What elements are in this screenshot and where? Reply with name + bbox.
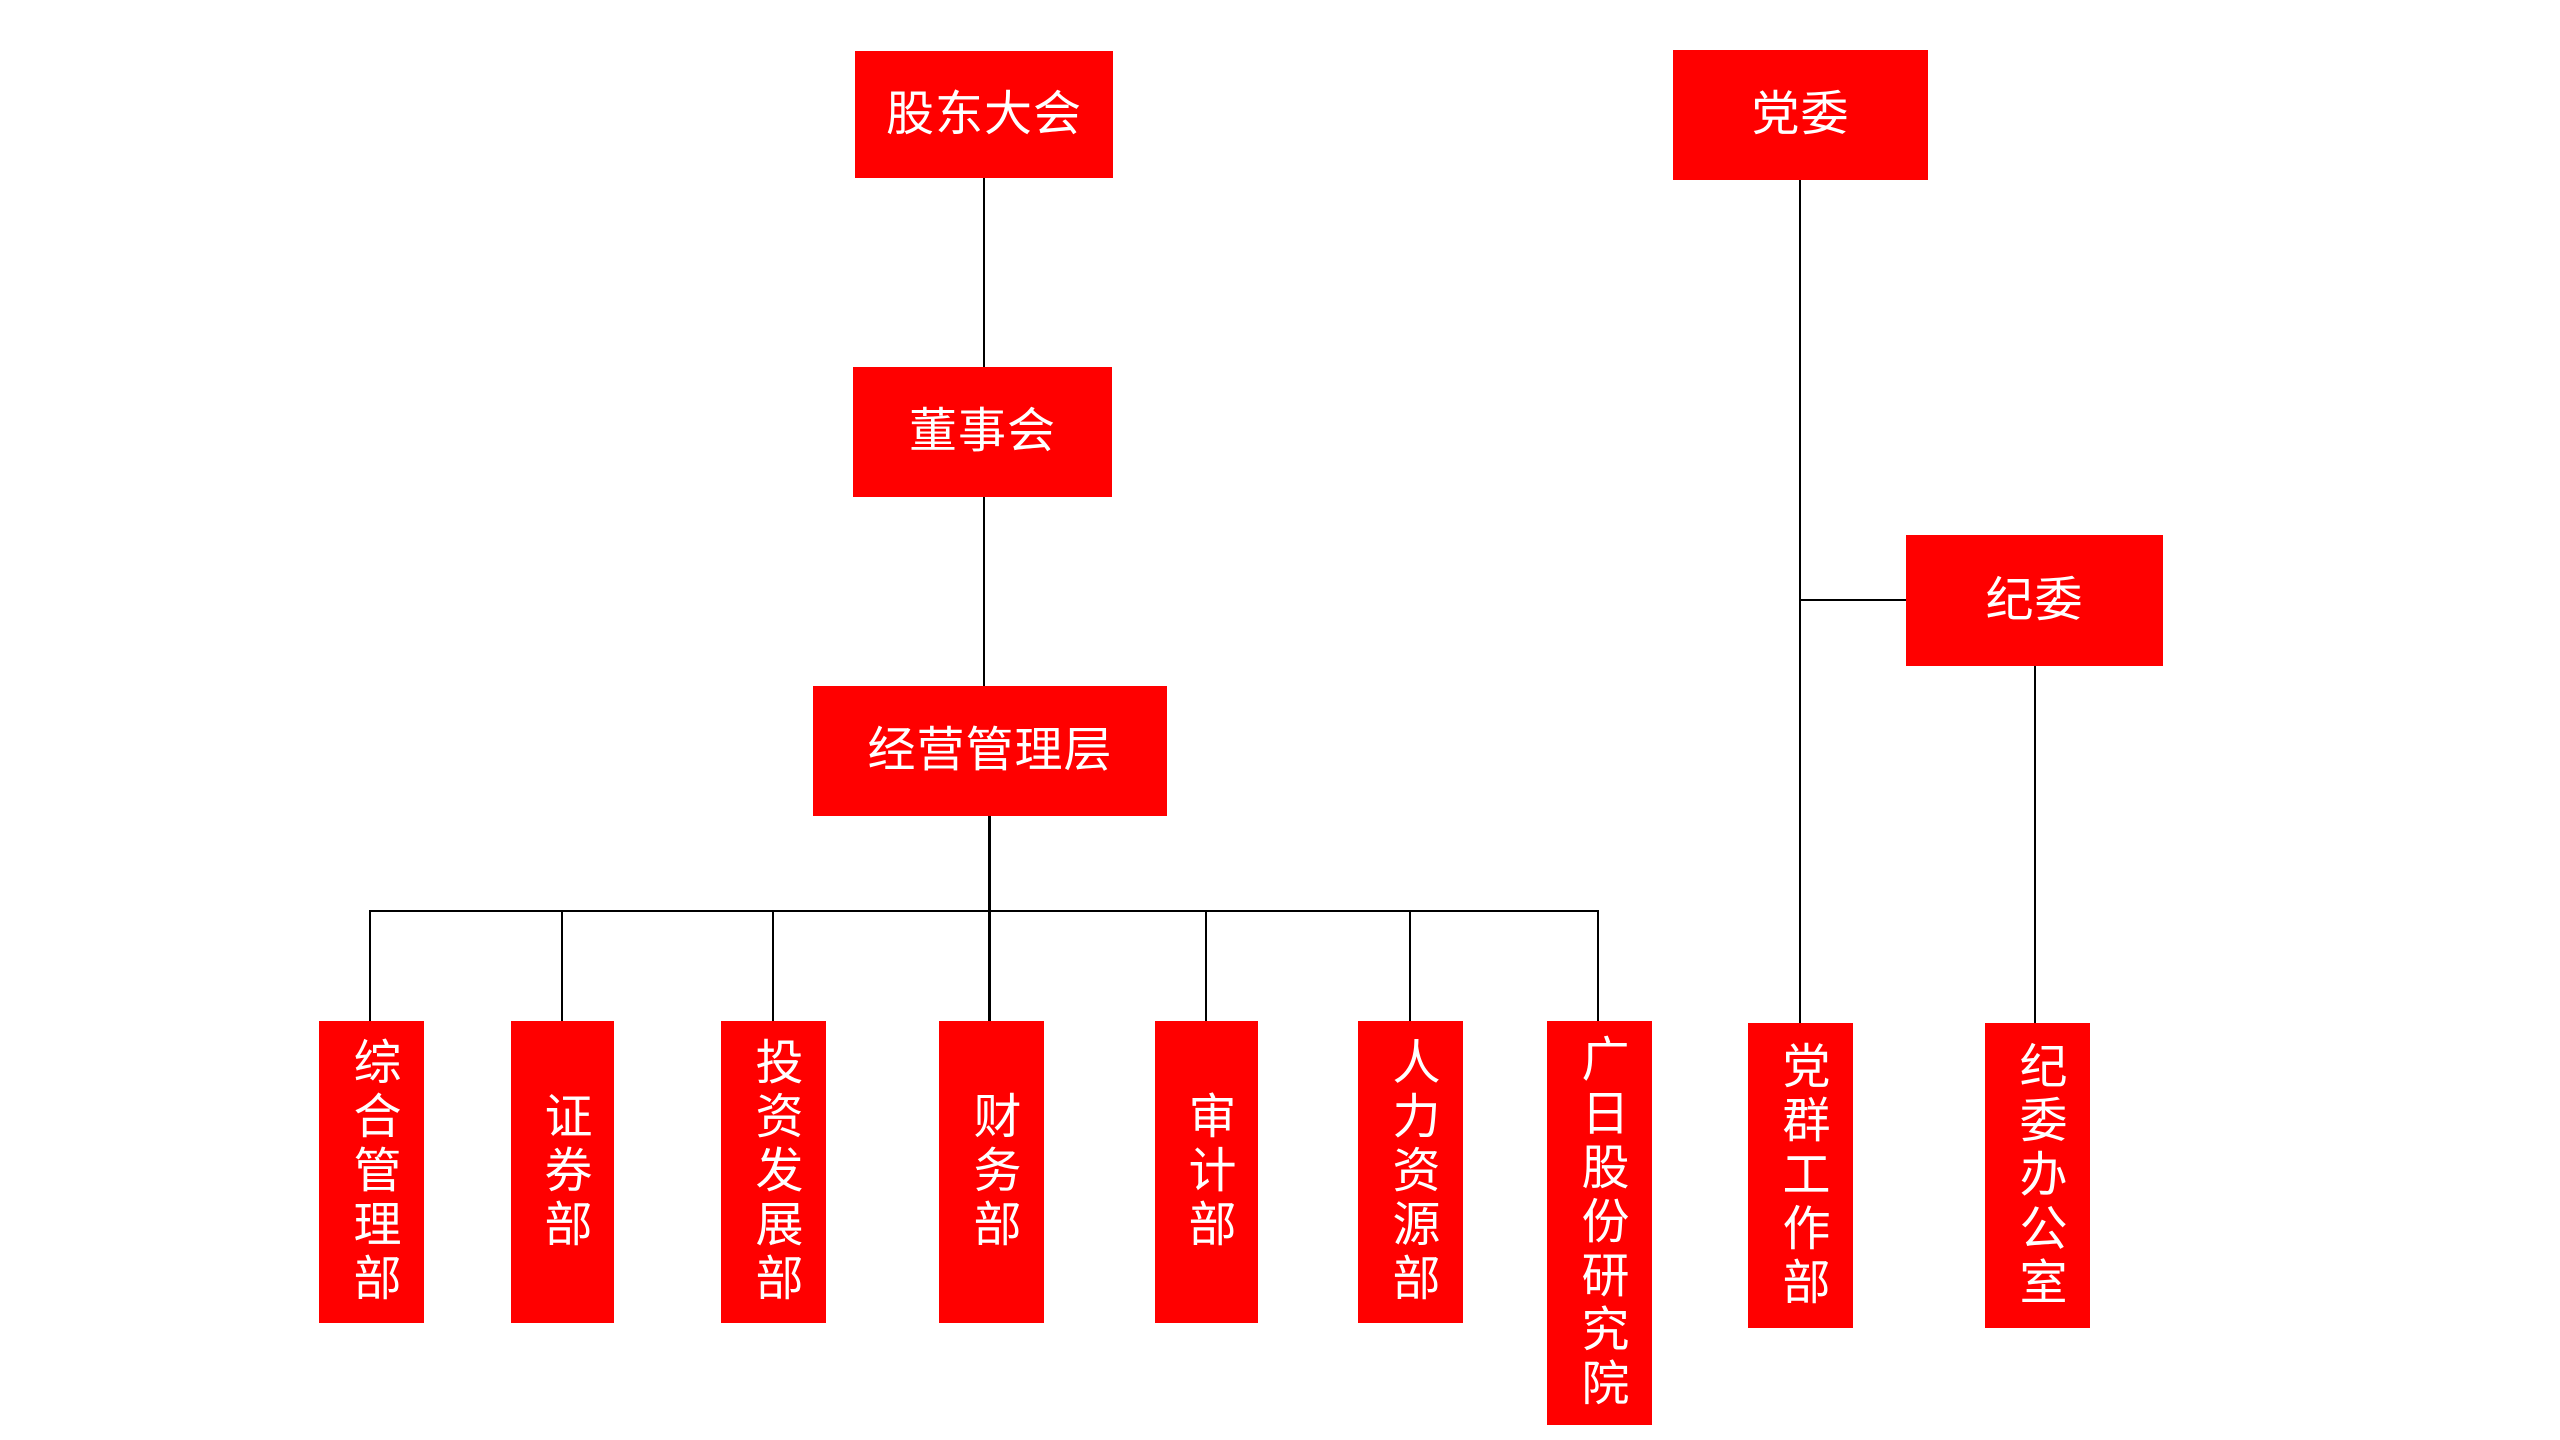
connector-drop-audit	[1205, 910, 1207, 1021]
connector-discipline-down	[2034, 666, 2036, 1023]
connector-management-trunk	[988, 816, 991, 1021]
org-node-management-layer: 经营管理层	[813, 686, 1167, 816]
org-node-securities-label: 证券部	[536, 1091, 590, 1253]
org-node-shareholders-meeting: 股东大会	[855, 51, 1113, 178]
connector-drop-securities	[561, 910, 563, 1021]
org-node-research-institute: 广日股份研究院	[1547, 1021, 1652, 1425]
org-node-party-mass-label: 党群工作部	[1774, 1040, 1828, 1311]
org-node-shareholders-label: 股东大会	[885, 87, 1082, 141]
org-node-discipline-office: 纪委办公室	[1985, 1023, 2090, 1328]
org-node-hr-label: 人力资源部	[1384, 1037, 1438, 1307]
org-node-discipline-label: 纪委	[1985, 573, 2084, 627]
org-node-party-label: 党委	[1751, 88, 1850, 141]
org-node-party-mass-work-dept: 党群工作部	[1748, 1023, 1853, 1328]
org-node-general-admin-dept: 综合管理部	[319, 1021, 424, 1323]
org-node-research-label: 广日股份研究院	[1573, 1034, 1627, 1412]
org-node-securities-dept: 证券部	[511, 1021, 614, 1323]
connector-drop-hr	[1409, 910, 1411, 1021]
connector-departments-bus	[369, 910, 1598, 912]
org-node-discipline-office-label: 纪委办公室	[2011, 1040, 2065, 1311]
org-node-investment-label: 投资发展部	[747, 1037, 801, 1307]
connector-board-management	[983, 497, 985, 686]
connector-shareholders-board	[983, 178, 985, 367]
org-node-party-committee: 党委	[1673, 50, 1928, 180]
org-node-general-admin-label: 综合管理部	[345, 1037, 399, 1307]
org-node-investment-development-dept: 投资发展部	[721, 1021, 826, 1323]
org-node-hr-dept: 人力资源部	[1358, 1021, 1463, 1323]
connector-drop-research	[1597, 910, 1599, 1021]
org-node-management-label: 经营管理层	[867, 724, 1113, 777]
connector-party-down	[1799, 180, 1801, 1023]
connector-party-discipline	[1799, 599, 1906, 601]
org-node-finance-dept: 财务部	[939, 1021, 1044, 1323]
connector-drop-investment	[772, 910, 774, 1021]
org-node-discipline-committee: 纪委	[1906, 535, 2163, 666]
org-node-audit-label: 审计部	[1180, 1091, 1234, 1253]
org-node-board-label: 董事会	[908, 405, 1056, 458]
connector-drop-general-admin	[369, 910, 371, 1021]
org-node-board-of-directors: 董事会	[853, 367, 1112, 497]
org-node-audit-dept: 审计部	[1155, 1021, 1258, 1323]
org-node-finance-label: 财务部	[965, 1091, 1019, 1253]
